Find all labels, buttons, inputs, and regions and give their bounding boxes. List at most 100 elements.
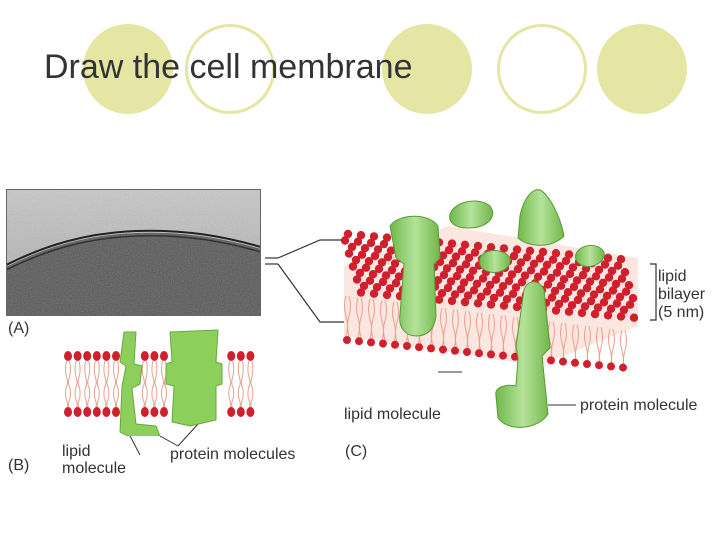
lipid-head (603, 311, 613, 320)
slide-title: Draw the cell membrane (44, 48, 413, 86)
lipid-head (621, 287, 631, 296)
c-protein-label: protein molecule (580, 397, 698, 414)
lipid-head (459, 278, 469, 287)
lipid-tail (74, 385, 81, 411)
lipid-head (469, 286, 479, 295)
lipid-head (556, 281, 566, 290)
lipid-head (487, 350, 495, 359)
lipid-tail (383, 300, 387, 341)
lipid-head (451, 346, 459, 355)
lipid-head (64, 407, 72, 417)
lipid-head (415, 343, 423, 352)
lipid-head (554, 299, 564, 309)
lipid-head (507, 270, 517, 279)
lipid-head (461, 260, 471, 269)
lipid-head (150, 351, 159, 361)
lipid-head (535, 254, 545, 263)
lipid-tail (228, 360, 235, 388)
lipid-head (502, 295, 512, 304)
lipid-head (512, 245, 522, 254)
protein-top-blob (449, 200, 494, 229)
lipid-head (600, 260, 610, 269)
lipid-tail (512, 316, 516, 358)
lipid-head (591, 272, 601, 281)
lipid-head (547, 293, 557, 302)
lipid-head (379, 339, 387, 348)
lipid-head (369, 289, 379, 298)
lipid-tail (237, 360, 244, 388)
panel-c-label: (C) (345, 443, 368, 460)
lipid-head (390, 259, 400, 268)
lipid-head (564, 250, 574, 259)
lipid-head (595, 285, 605, 294)
lipid-head (443, 283, 453, 293)
lipid-tail (74, 360, 81, 388)
lipid-head (468, 266, 478, 275)
lipid-head (160, 407, 168, 417)
lipid-head (343, 229, 353, 239)
lipid-tail (575, 324, 579, 365)
lipid-head (568, 263, 578, 272)
lipid-tail (479, 312, 483, 353)
lipid-head (564, 307, 574, 316)
lipid-head (383, 252, 393, 262)
lipid-tail (113, 385, 119, 411)
lipid-head (559, 275, 569, 284)
lipid-head (607, 362, 615, 371)
lipid-head (394, 272, 404, 281)
lipid-head (451, 252, 461, 261)
lipid-head (509, 251, 519, 261)
lipid-head (112, 351, 120, 361)
lipid-head (569, 282, 579, 292)
lipid-head (485, 280, 495, 290)
lipid-head (542, 260, 552, 270)
lipid-head (547, 356, 555, 365)
lipid-tail (347, 295, 351, 337)
lipid-head (611, 279, 621, 289)
lipid-head (73, 351, 82, 361)
lipid-head (491, 275, 501, 284)
lipid-head (352, 275, 362, 284)
lipid-head (377, 258, 387, 267)
lipid-head (567, 301, 577, 310)
lipid-head (236, 351, 245, 361)
lipid-tail (247, 360, 254, 388)
lipid-head (513, 264, 523, 274)
protein-small-right (575, 245, 605, 267)
lipid-tail (103, 385, 110, 411)
lipid-head (364, 257, 374, 266)
lipid-head (347, 242, 357, 252)
lipid-head (403, 342, 411, 350)
lipid-head (608, 286, 618, 295)
lipid-head (572, 276, 582, 285)
lipid-tail (560, 322, 564, 364)
lipid-head (607, 266, 617, 276)
lipid-head (365, 276, 375, 285)
lipid-tail (563, 322, 567, 364)
lipid-head (619, 363, 627, 372)
lipid-tail (344, 295, 348, 337)
lipid-head (624, 281, 634, 290)
lipid-tail (452, 309, 456, 350)
lipid-head (102, 351, 111, 361)
protein-front-channel (495, 281, 551, 428)
lipid-head (583, 360, 591, 368)
lipid-tail (103, 360, 110, 388)
lipid-head (355, 268, 365, 278)
membrane-3d-illustration (340, 189, 638, 428)
lipid-tail (491, 313, 495, 355)
lipid-head (482, 287, 492, 296)
lipid-head (360, 244, 370, 253)
bilayer-label-line1: lipid (658, 268, 687, 285)
lipid-tail (247, 385, 254, 411)
lipid-head (368, 270, 378, 279)
lipid-head (476, 292, 486, 301)
lipid-head (576, 289, 586, 298)
lipid-head (612, 299, 622, 308)
lipid-head (495, 288, 505, 297)
lipid-head (427, 344, 435, 353)
lipid-tail (380, 300, 384, 341)
lipid-head (366, 238, 376, 248)
lipid-head (573, 295, 583, 305)
lipid-head (447, 239, 457, 248)
